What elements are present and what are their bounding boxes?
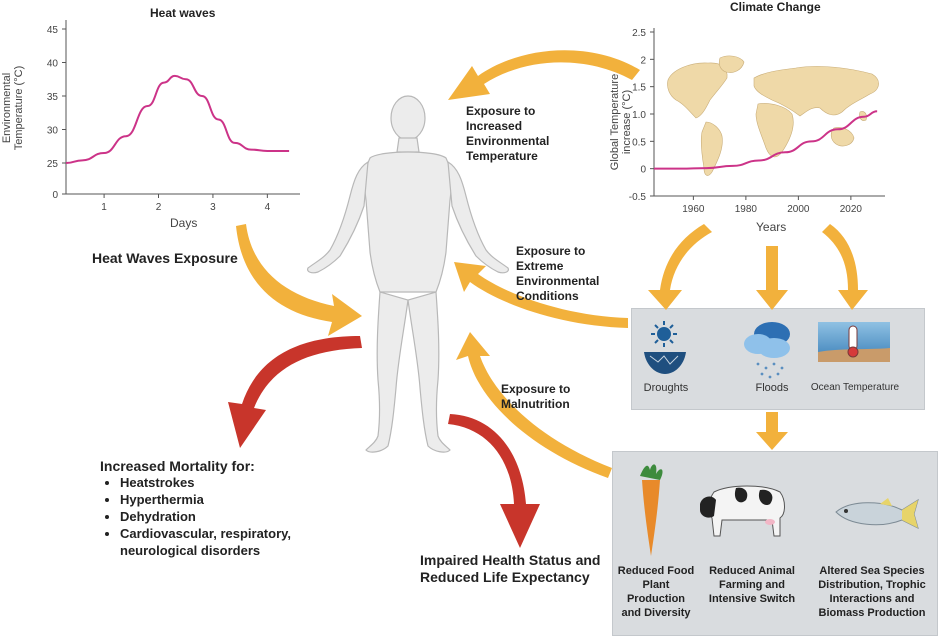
floods-label: Floods <box>755 382 789 394</box>
heatwave-x-tick-label: 2 <box>156 202 162 213</box>
red-arrows <box>228 336 540 548</box>
exposure-temperature-label: Exposure to Increased Environmental Temp… <box>466 104 550 163</box>
climate-x-tick-label: 2020 <box>840 204 863 215</box>
heatwave-y-tick-label: 45 <box>47 25 59 36</box>
droughts-label: Droughts <box>643 382 689 394</box>
climate-y-tick-label: 1.0 <box>632 110 646 121</box>
heatwave-y-tick-label: 25 <box>47 159 59 170</box>
heatwave-y-tick-label: 40 <box>47 59 59 70</box>
heatwave-x-tick-label: 4 <box>265 202 271 213</box>
drought-icon <box>644 321 686 374</box>
arrow-temperature-exposure <box>448 50 640 100</box>
climate-y-tick-label: 2 <box>640 55 646 66</box>
heatwave-y-tick-label: 35 <box>47 92 59 103</box>
arrow-to-effects <box>756 412 788 450</box>
arrow-to-ocean <box>822 224 868 310</box>
world-map-icon <box>667 55 879 176</box>
carrot-icon <box>640 464 663 556</box>
climate-chart: 2.5 2 1.5 1.0 0.5 0 -0.5 1960 1980 2000 2020 <box>629 28 885 215</box>
heatwave-y-label: Environmental Temperature (°C) <box>1 65 25 151</box>
climate-y-tick-label: 1.5 <box>632 83 646 94</box>
mortality-title: Increased Mortality for: <box>100 458 255 474</box>
mortality-item: Cardiovascular, respiratory, neurologica… <box>120 525 340 559</box>
heatwave-y-tick-label: 50 <box>47 0 59 3</box>
climate-x-tick-label: 2000 <box>787 204 810 215</box>
impaired-health-label: Impaired Health Status and Reduced Life … <box>420 552 601 585</box>
mortality-list: Heatstrokes Hyperthermia Dehydration Car… <box>100 474 340 559</box>
heatwave-x-tick-label: 3 <box>210 202 216 213</box>
arrow-mortality <box>228 336 362 448</box>
ocean-temperature-label: Ocean Temperature <box>810 382 900 393</box>
arrow-impaired-health <box>448 414 540 548</box>
climate-x-label: Years <box>756 220 787 234</box>
human-body-icon <box>307 95 509 453</box>
heatwave-x-label: Days <box>170 216 198 230</box>
climate-y-label: Global Temperature increase (°C) <box>609 73 633 171</box>
mortality-item: Heatstrokes <box>120 474 340 491</box>
climate-series-line <box>654 110 878 170</box>
fish-icon <box>835 498 919 529</box>
exposure-malnutrition-label: Exposure to Malnutrition <box>501 382 571 411</box>
food-plant-label: Reduced Food Plant Production and Divers… <box>617 565 695 619</box>
mortality-item: Dehydration <box>120 508 340 525</box>
heatwave-series-line <box>65 74 290 164</box>
arrow-malnutrition <box>456 332 612 478</box>
heatwave-chart: 0 25 30 35 40 45 50 1 2 3 4 <box>47 0 300 213</box>
cow-icon <box>700 485 785 537</box>
climate-y-tick-label: -0.5 <box>629 192 647 203</box>
climate-x-tick-label: 1960 <box>682 204 705 215</box>
heatwave-x-tick-label: 1 <box>101 202 107 213</box>
arrow-heatwave-exposure <box>236 224 362 336</box>
orange-arrows <box>236 50 868 478</box>
heatwave-chart-title: Heat waves <box>150 6 216 20</box>
arrow-to-droughts <box>648 224 712 310</box>
heatwave-y-tick-label: 0 <box>52 190 58 201</box>
climate-y-tick-label: 2.5 <box>632 28 646 39</box>
arrow-extreme-conditions <box>454 262 628 328</box>
heat-waves-exposure-label: Heat Waves Exposure <box>92 250 238 266</box>
climate-y-tick-label: 0.5 <box>632 137 646 148</box>
animal-farming-label: Reduced Animal Farming and Intensive Swi… <box>708 565 796 605</box>
floods-icon <box>744 322 790 379</box>
ocean-temperature-icon <box>818 322 890 362</box>
heatwave-y-tick-label: 30 <box>47 126 59 137</box>
climate-x-tick-label: 1980 <box>735 204 758 215</box>
arrow-to-floods <box>756 246 788 310</box>
effects-panel <box>612 451 938 636</box>
climate-y-tick-label: 0 <box>640 165 646 176</box>
climate-chart-title: Climate Change <box>730 0 821 14</box>
sea-species-label: Altered Sea Species Distribution, Trophi… <box>818 565 926 619</box>
mortality-item: Hyperthermia <box>120 491 340 508</box>
exposure-extreme-label: Exposure to Extreme Environmental Condit… <box>516 244 600 303</box>
